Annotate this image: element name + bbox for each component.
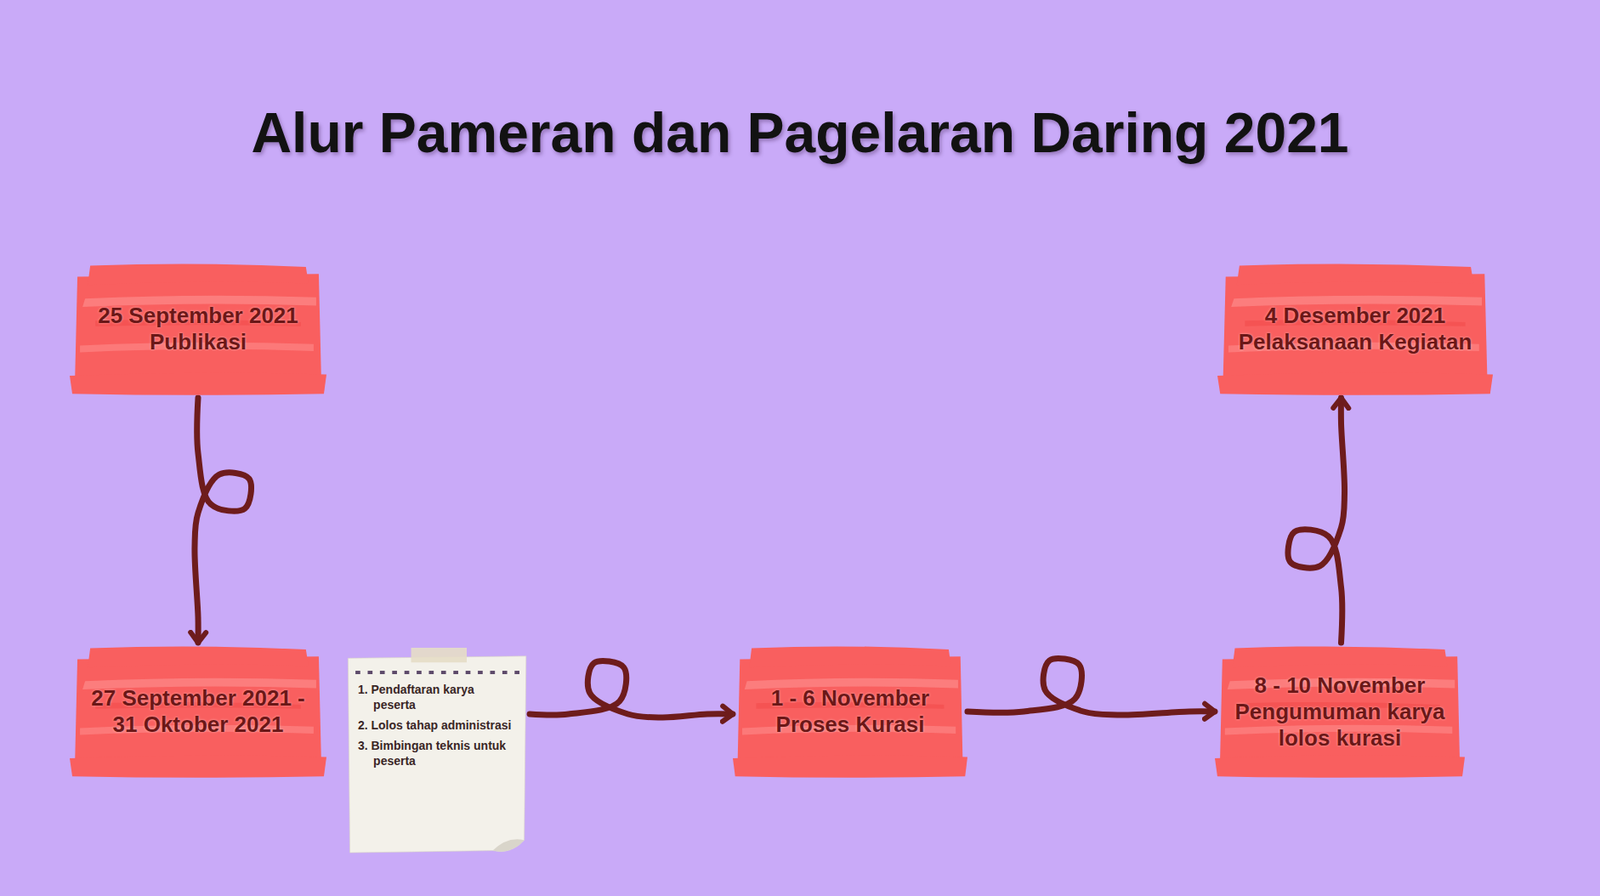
list-item: 3. Bimbingan teknis untuk peserta [357,737,517,769]
brush-fill [1222,273,1487,385]
paper-sheet [347,656,526,853]
curly-arrow [529,661,733,718]
brush-stroke [732,754,968,778]
list-item: 2. Lolos tahap administrasi [357,717,517,733]
step-text: 8 - 10 November Pengumuman karya lolos k… [1228,672,1452,752]
brush-stroke [748,646,951,668]
curly-arrow [1287,397,1345,643]
brush-stroke [87,263,309,285]
paper-dot [428,670,434,675]
step-text: 25 September 2021 Publikasi [83,302,313,356]
brush-stroke [87,646,309,668]
paper-dot [453,670,459,675]
paper-dot [514,670,520,675]
paper-dot [367,670,373,675]
brush-stroke [1214,754,1465,778]
curly-arrow [194,397,252,643]
curly-arrow [967,658,1215,716]
diagram-title: Alur Pameran dan Pagelaran Daring 2021 [0,98,1600,167]
step-box: 27 September 2021 - 31 Oktober 2021 [69,642,327,781]
step-text: 4 Desember 2021 Pelaksanaan Kegiatan [1231,302,1480,356]
paper-dot [380,670,386,675]
paper-dot [489,670,495,675]
step-box: 1 - 6 November Proses Kurasi [732,642,968,781]
note-paper: 1. Pendaftaran karya peserta 2. Lolos tah… [344,647,530,857]
brush-stroke [1232,646,1448,668]
paper-dot [404,670,410,675]
brush-fill [74,273,322,385]
brush-fill [74,656,322,767]
paper-dot [391,670,398,675]
step-text: 27 September 2021 - 31 Oktober 2021 [83,685,313,738]
step-text: 1 - 6 November Proses Kurasi [748,685,953,738]
tape [410,647,466,663]
step-box: 8 - 10 November Pengumuman karya lolos k… [1214,642,1465,781]
brush-fill [1219,656,1460,767]
step-box: 25 September 2021 Publikasi [69,260,327,398]
paper-dot [416,670,422,675]
paper-dot [477,670,483,675]
paper-dot [465,670,471,675]
brush-stroke [1217,372,1493,395]
paper-dot [502,670,508,675]
brush-stroke [1236,263,1475,285]
step-box: 4 Desember 2021 Pelaksanaan Kegiatan [1217,260,1493,398]
brush-stroke [69,372,327,395]
paper-dot [441,670,447,675]
brush-fill [737,656,964,767]
paper-curl [492,839,524,852]
list-item: 1. Pendaftaran karya peserta [357,681,517,713]
brush-stroke [69,754,327,778]
paper-dot [355,670,361,675]
